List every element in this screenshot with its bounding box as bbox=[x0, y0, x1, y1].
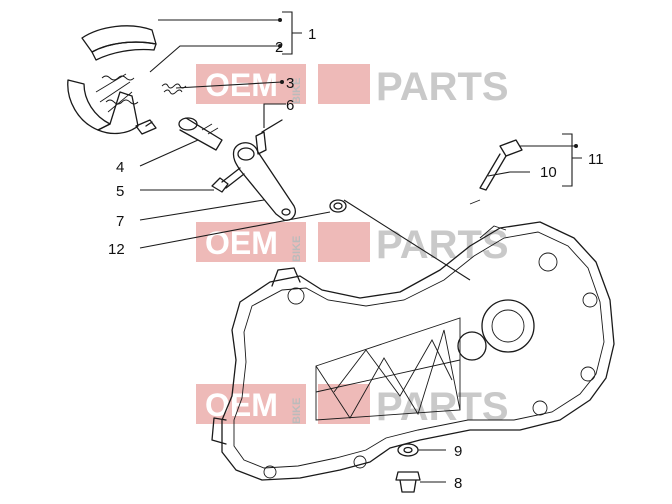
secondary-bore bbox=[457, 331, 487, 361]
dipstick-rod bbox=[479, 153, 507, 191]
callout-9: 9 bbox=[454, 443, 462, 460]
watermark-box-p bbox=[318, 64, 370, 104]
bolt-boss bbox=[353, 455, 367, 469]
callout-8: 8 bbox=[454, 475, 462, 492]
leader-4 bbox=[139, 139, 199, 167]
leader-7 bbox=[139, 199, 265, 221]
callout-11: 11 bbox=[588, 151, 604, 168]
dipstick-cap bbox=[499, 139, 523, 157]
brake-lever bbox=[232, 142, 296, 221]
cam-splines bbox=[201, 123, 219, 135]
leader-ring-to-case bbox=[343, 199, 471, 281]
bolt-boss bbox=[287, 287, 305, 305]
bearing-housing bbox=[481, 299, 535, 353]
watermark-bike: BIKE bbox=[291, 236, 303, 262]
callout-3: 3 bbox=[286, 75, 294, 92]
watermark-top: OEM PARTS BIKE bbox=[196, 64, 509, 109]
washer-outer bbox=[397, 443, 419, 457]
mount-lug bbox=[271, 267, 301, 287]
watermark-box bbox=[196, 222, 306, 262]
washer bbox=[397, 443, 419, 457]
bolt-boss bbox=[582, 292, 598, 308]
oil-dipstick bbox=[469, 139, 523, 205]
bracket-11 bbox=[562, 133, 582, 187]
watermark-bike: BIKE bbox=[291, 398, 303, 424]
bracket-1 bbox=[282, 11, 302, 55]
watermark-box bbox=[196, 384, 306, 424]
crankcase-outline bbox=[221, 221, 615, 481]
leader-lines bbox=[139, 19, 576, 483]
lever-arm bbox=[232, 142, 296, 221]
crankcase-flange bbox=[233, 231, 605, 469]
callout-labels: 1 2 3 4 5 6 7 8 9 10 11 12 bbox=[108, 26, 604, 492]
leader-12 bbox=[139, 211, 331, 249]
watermark-box-p bbox=[318, 222, 370, 262]
watermark-box-p bbox=[318, 384, 370, 424]
watermark-parts: PARTS bbox=[376, 65, 509, 109]
brake-shoe-web bbox=[97, 91, 139, 135]
bolt-boss bbox=[263, 465, 277, 479]
callout-10: 10 bbox=[540, 164, 557, 181]
watermark-oem: OEM bbox=[205, 67, 278, 103]
watermark-parts: PARTS bbox=[376, 385, 509, 429]
brake-shoe-upper bbox=[81, 25, 157, 53]
watermark-parts: PARTS bbox=[376, 223, 509, 267]
washer-inner bbox=[403, 446, 413, 454]
crankcase bbox=[211, 221, 615, 481]
bolt-thread bbox=[221, 167, 245, 189]
leader-dot bbox=[280, 80, 284, 84]
callout-12: 12 bbox=[108, 241, 125, 258]
brake-shoe-upper-lining bbox=[91, 41, 157, 61]
callout-5: 5 bbox=[116, 183, 124, 200]
bolt-boss bbox=[532, 400, 548, 416]
leader-10 bbox=[487, 171, 530, 177]
bolt-boss bbox=[580, 366, 596, 382]
leader-dot bbox=[278, 18, 282, 22]
brake-shoe-ribs bbox=[95, 73, 133, 113]
leader-6 bbox=[263, 103, 286, 128]
spring-icon bbox=[105, 99, 139, 105]
lever-hole bbox=[281, 208, 291, 216]
rib-zigzag-2 bbox=[333, 339, 453, 397]
sealing-ring bbox=[329, 199, 347, 213]
rib-zigzag-1 bbox=[315, 329, 461, 419]
pivot-pin bbox=[255, 119, 283, 155]
watermark-oem: OEM bbox=[205, 225, 278, 261]
drain-plug-body bbox=[395, 471, 421, 493]
ring-inner bbox=[333, 202, 343, 210]
top-lug bbox=[479, 225, 507, 239]
callout-2: 2 bbox=[275, 39, 283, 56]
callout-7: 7 bbox=[116, 213, 124, 230]
leader-dot bbox=[278, 44, 282, 48]
watermark-oem: OEM bbox=[205, 387, 278, 423]
callout-4: 4 bbox=[116, 159, 124, 176]
dipstick-tip bbox=[469, 199, 481, 205]
watermark-bottom: OEM PARTS BIKE bbox=[196, 384, 509, 429]
callout-6: 6 bbox=[286, 97, 294, 114]
ring-outer bbox=[329, 199, 347, 213]
bolt-boss bbox=[538, 252, 558, 272]
leader-2 bbox=[149, 45, 280, 73]
watermark-bike: BIKE bbox=[291, 78, 303, 104]
return-spring bbox=[161, 83, 187, 95]
leader-dots bbox=[278, 18, 578, 148]
bolt-head bbox=[211, 177, 229, 193]
leader-dot bbox=[574, 144, 578, 148]
brake-shoe-assembly bbox=[67, 25, 157, 135]
spring-icon bbox=[101, 75, 135, 81]
lever-eye bbox=[237, 147, 255, 161]
crankcase-ribbing bbox=[315, 317, 461, 421]
watermark-middle: OEM PARTS BIKE bbox=[196, 222, 509, 267]
callout-1: 1 bbox=[308, 26, 316, 43]
mount-lug-lower bbox=[211, 417, 227, 445]
retaining-clip bbox=[135, 119, 157, 135]
drain-plug bbox=[395, 471, 421, 493]
bolt bbox=[211, 167, 245, 193]
bearing-bore bbox=[491, 309, 525, 343]
leader-3 bbox=[175, 81, 283, 89]
rib-cross bbox=[315, 359, 461, 393]
